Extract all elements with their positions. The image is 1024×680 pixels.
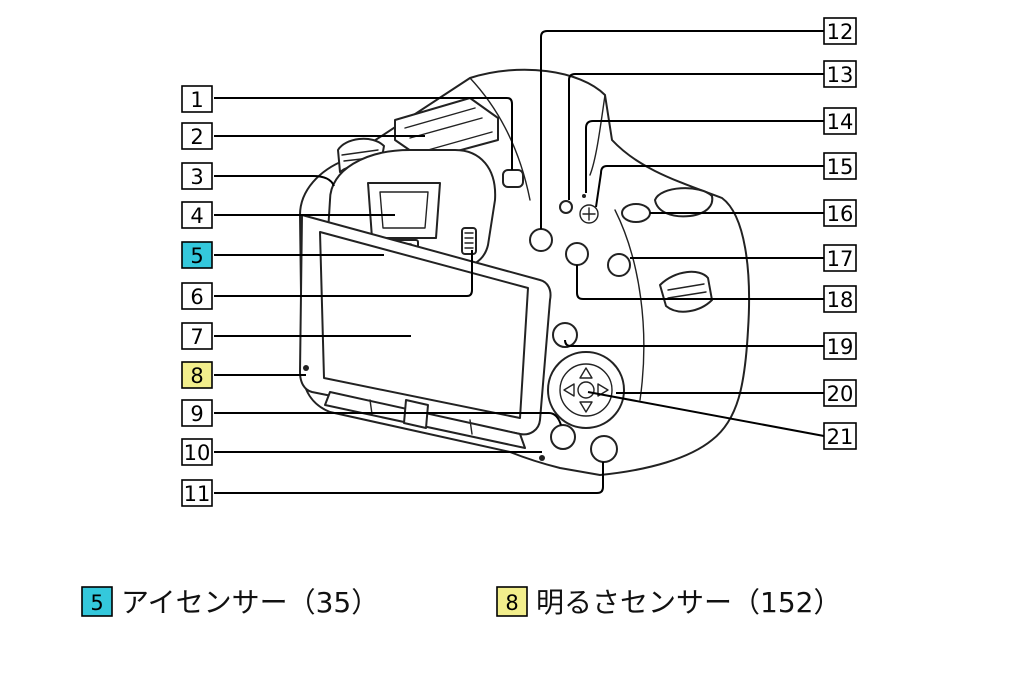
legend-item-brightness-sensor: 8 明るさセンサー（152） (496, 586, 841, 619)
svg-text:14: 14 (827, 110, 854, 134)
svg-text:15: 15 (827, 155, 854, 179)
button-17[interactable] (607, 253, 631, 277)
callout-18: 18 (823, 285, 857, 313)
svg-text:9: 9 (190, 402, 203, 426)
button-19[interactable] (552, 322, 578, 348)
svg-text:21: 21 (827, 425, 854, 449)
callout-12: 12 (823, 17, 857, 45)
callout-4: 4 (181, 201, 213, 229)
callout-9: 9 (181, 399, 213, 427)
svg-text:4: 4 (190, 204, 203, 228)
svg-text:17: 17 (827, 247, 854, 271)
callout-20: 20 (823, 379, 857, 407)
callout-15: 15 (823, 152, 857, 180)
svg-text:12: 12 (827, 20, 854, 44)
callout-2: 2 (181, 122, 213, 150)
svg-text:3: 3 (190, 165, 203, 189)
brightness-sensor-dot (303, 365, 309, 371)
callout-16: 16 (823, 199, 857, 227)
svg-text:16: 16 (827, 202, 854, 226)
svg-text:8: 8 (190, 364, 203, 388)
svg-text:10: 10 (184, 441, 211, 465)
camera-body-illustration (299, 68, 751, 476)
button-16[interactable] (621, 203, 651, 223)
button-1[interactable] (502, 169, 524, 188)
callout-13: 13 (823, 60, 857, 88)
button-11[interactable] (590, 435, 618, 463)
button-9[interactable] (550, 424, 576, 450)
leader-lines (214, 30, 825, 494)
svg-text:18: 18 (827, 288, 854, 312)
callout-3: 3 (181, 162, 213, 190)
button-13[interactable] (559, 200, 573, 214)
svg-text:19: 19 (827, 335, 854, 359)
svg-text:13: 13 (827, 63, 854, 87)
callout-1: 1 (181, 85, 213, 113)
controller-center-button[interactable] (577, 381, 595, 399)
callout-10: 10 (181, 438, 213, 466)
callout-11: 11 (181, 479, 213, 507)
button-18[interactable] (565, 242, 589, 266)
svg-text:8: 8 (505, 591, 518, 615)
callout-8: 8 (181, 361, 213, 389)
callout-19: 19 (823, 332, 857, 360)
callout-5: 5 (181, 241, 213, 269)
callout-14: 14 (823, 107, 857, 135)
legend-item-eye-sensor: 5 アイセンサー（35） (81, 586, 379, 619)
callout-7: 7 (181, 322, 213, 350)
legend-label-eye-sensor: アイセンサー（35） (121, 586, 379, 619)
svg-text:5: 5 (90, 591, 103, 615)
svg-text:20: 20 (827, 382, 854, 406)
callout-17: 17 (823, 244, 857, 272)
callout-6: 6 (181, 282, 213, 310)
indicator-10 (539, 455, 545, 461)
legend-label-brightness-sensor: 明るさセンサー（152） (536, 586, 841, 619)
svg-text:5: 5 (190, 244, 203, 268)
svg-text:6: 6 (190, 285, 203, 309)
svg-text:7: 7 (190, 325, 203, 349)
svg-text:11: 11 (184, 482, 211, 506)
indicator-14 (582, 194, 586, 198)
callout-21: 21 (823, 422, 857, 450)
button-12[interactable] (529, 228, 553, 252)
svg-text:2: 2 (190, 125, 203, 149)
svg-text:1: 1 (190, 88, 203, 112)
